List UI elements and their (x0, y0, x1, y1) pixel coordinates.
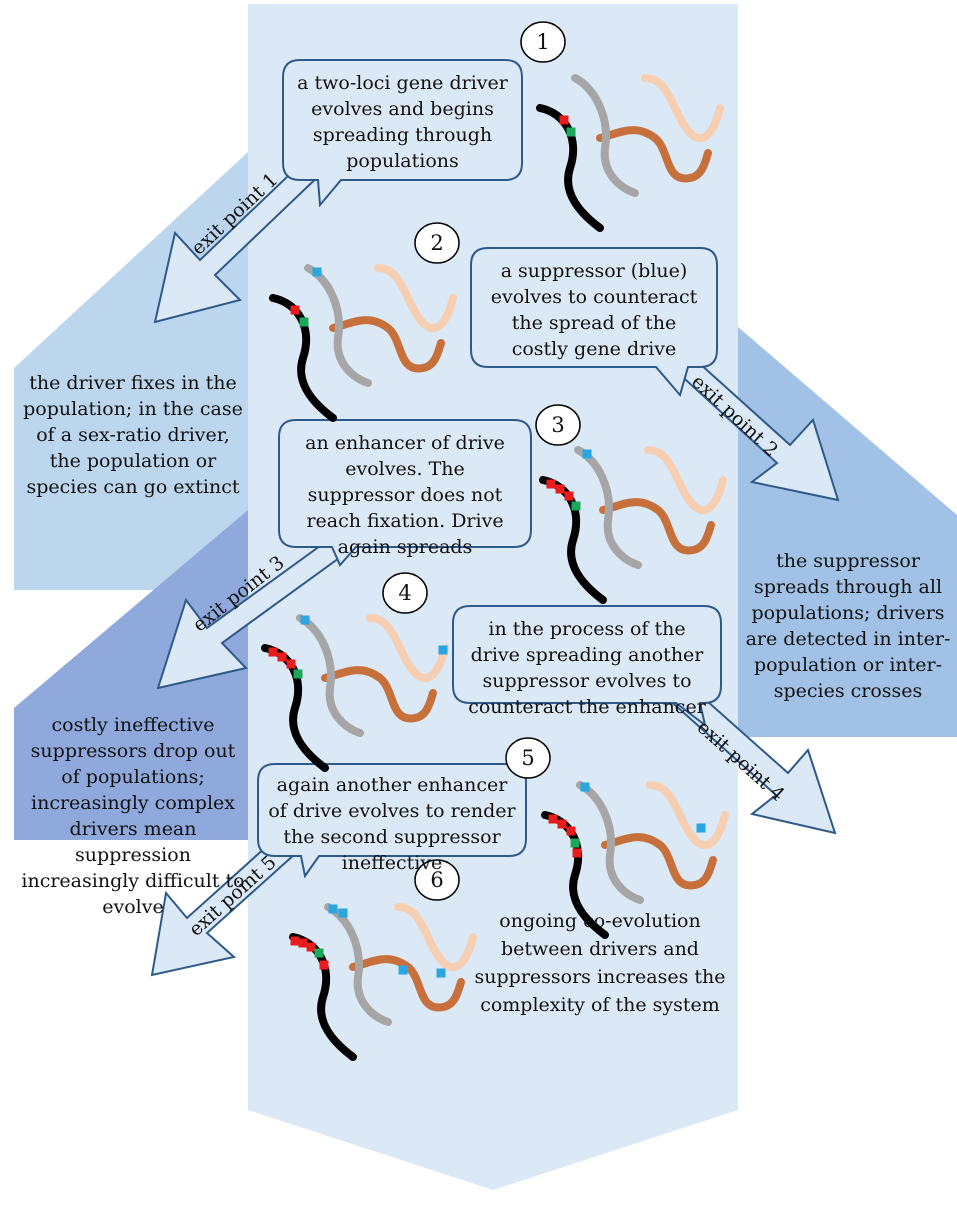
step-5-text: again another enhancer of drive evolves … (268, 774, 516, 874)
locus-mark-1 (548, 814, 558, 824)
chromosome-group-4 (261, 614, 449, 772)
exit-2-outcome-text: the suppressor spreads through all popul… (745, 550, 951, 702)
peach-chromosome (374, 264, 457, 333)
orange-chromosome (601, 833, 717, 890)
step-4-text: in the process of the drive spreading an… (468, 618, 706, 718)
orange-chromosome (329, 316, 445, 373)
locus-mark-1 (290, 936, 300, 946)
orange-chromosome (599, 498, 715, 555)
step-5-number: 5 (521, 746, 535, 770)
locus-mark-4 (570, 838, 580, 848)
locus-mark-6 (580, 782, 590, 792)
locus-mark-5 (300, 615, 310, 625)
chromosome-group-6 (289, 903, 477, 1061)
grey-chromosome (571, 74, 639, 197)
locus-mark-1 (268, 647, 278, 657)
step-3-text: an enhancer of drive evolves. The suppre… (305, 432, 505, 558)
step-1-bubble (282, 59, 523, 208)
locus-mark-2 (299, 317, 309, 327)
locus-mark-6 (328, 904, 338, 914)
exit-2-outcome-panel (738, 327, 957, 737)
step-2-text: a suppressor (blue) evolves to counterac… (490, 260, 698, 360)
locus-mark-3 (286, 659, 296, 669)
locus-mark-1 (559, 115, 569, 125)
peach-chromosome (641, 74, 724, 143)
locus-mark-5 (572, 848, 582, 858)
locus-mark-1 (546, 479, 556, 489)
locus-mark-8 (398, 965, 408, 975)
step-1-number: 1 (536, 30, 550, 54)
step-3-circle (535, 404, 581, 446)
step-1-text: a two-loci gene driver evolves and begin… (297, 72, 508, 172)
exit-3-outcome-panel (14, 510, 248, 772)
orange-chromosome (349, 955, 465, 1012)
step-5-circle (505, 737, 551, 779)
grey-chromosome (576, 781, 644, 904)
locus-mark-7 (338, 908, 348, 918)
grey-chromosome (324, 903, 392, 1026)
chromosome-group-5 (541, 781, 729, 939)
step-2-number: 2 (430, 231, 444, 255)
locus-mark-5 (319, 960, 329, 970)
step-3-number: 3 (551, 413, 565, 437)
locus-mark-3 (566, 826, 576, 836)
locus-mark-7 (696, 823, 706, 833)
chromosome-group-2 (269, 264, 457, 422)
locus-mark-3 (306, 942, 316, 952)
exit-3-outcome-text: costly ineffective suppressors drop out … (21, 714, 245, 918)
orange-chromosome (321, 666, 437, 723)
orange-chromosome (596, 126, 712, 183)
chromosome-group-3 (539, 446, 727, 604)
step-4-circle (382, 572, 428, 614)
step-6-number: 6 (430, 868, 444, 892)
step-4-number: 4 (398, 581, 412, 605)
step-4-bubble (452, 605, 722, 728)
locus-mark-2 (555, 484, 565, 494)
exit-arrow-3 (156, 528, 359, 690)
black-chromosome (536, 104, 604, 232)
peach-chromosome (366, 614, 449, 683)
peach-chromosome (646, 781, 729, 850)
peach-chromosome (644, 446, 727, 515)
locus-mark-3 (312, 267, 322, 277)
locus-mark-2 (277, 652, 287, 662)
locus-mark-2 (557, 819, 567, 829)
grey-chromosome (296, 614, 364, 737)
locus-mark-4 (293, 669, 303, 679)
exit-5-outcome-panel (14, 772, 248, 840)
exit-1-outcome-text: the driver fixes in the population; in t… (23, 372, 243, 498)
locus-mark-1 (290, 305, 300, 315)
step-2-bubble (470, 247, 718, 398)
locus-mark-2 (566, 127, 576, 137)
locus-mark-6 (438, 645, 448, 655)
locus-mark-9 (436, 968, 446, 978)
peach-chromosome (394, 903, 477, 972)
locus-mark-5 (582, 449, 592, 459)
exit-arrow-1 (153, 153, 327, 324)
chromosome-group-1 (536, 74, 724, 232)
step-6-circle (414, 859, 460, 901)
locus-mark-3 (564, 491, 574, 501)
locus-mark-4 (314, 948, 324, 958)
locus-mark-4 (571, 501, 581, 511)
step-2-circle (414, 222, 460, 264)
step-1-circle (520, 21, 566, 63)
step-3-bubble (278, 419, 532, 567)
locus-mark-2 (298, 938, 308, 948)
grey-chromosome (304, 264, 372, 387)
grey-chromosome (574, 446, 642, 569)
step-6-ongoing-text: ongoing co-evolution between drivers and… (474, 910, 726, 1016)
